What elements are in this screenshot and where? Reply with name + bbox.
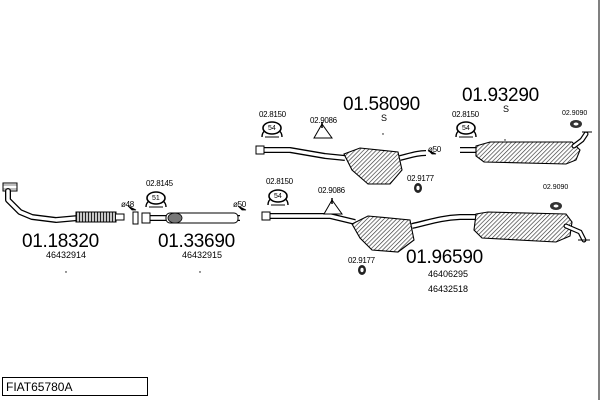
variant-mark-upper-middle: S — [381, 113, 388, 123]
hanger-9090-top — [570, 120, 582, 128]
hanger-9086-mid — [323, 198, 343, 215]
diameter-48: ø48 — [121, 200, 134, 209]
upper-pipe-and-silencer — [255, 131, 592, 185]
part-number-front-pipe: 01.18320 — [22, 231, 99, 252]
clamp-54-mid — [267, 189, 289, 206]
gasket-front — [132, 211, 139, 225]
accessory-8145: 02.8145 — [146, 179, 173, 188]
clamp-size-54-right: 54 — [462, 125, 470, 132]
clamp-54-top — [261, 121, 283, 138]
part-number-lower-rear: 01.96590 — [406, 247, 483, 268]
oem-number-center-pipe: 46432915 — [182, 250, 223, 260]
diagram-title: FIAT65780A — [2, 377, 148, 396]
oem-number-lower-rear-2: 46432518 — [428, 284, 469, 294]
part-number-upper-middle: 01.58090 — [343, 94, 420, 115]
hanger-9086-top — [313, 122, 333, 139]
clamp-54-right — [455, 121, 477, 138]
part-number-center-pipe: 01.33690 — [158, 231, 235, 252]
accessory-8150-top: 02.8150 — [259, 110, 286, 119]
lower-pipe-and-silencer — [261, 211, 590, 253]
accessory-9090-top: 02.9090 — [562, 110, 588, 117]
diameter-50-center: ø50 — [233, 200, 246, 209]
hanger-9090-mid — [550, 202, 562, 210]
part-number-upper-rear: 01.93290 — [462, 85, 539, 106]
front-pipe — [2, 182, 81, 223]
center-pipe — [141, 212, 240, 224]
accessory-9177-top: 02.9177 — [407, 174, 434, 183]
leader-dots — [65, 133, 506, 273]
diameter-50-upper: ø50 — [428, 145, 441, 154]
variant-mark-upper-rear: S — [503, 104, 510, 114]
accessory-9177-bottom: 02.9177 — [348, 256, 375, 265]
flex-pipe — [75, 211, 125, 223]
accessory-8150-mid: 02.8150 — [266, 177, 293, 186]
clamp-size-51: 51 — [152, 195, 160, 202]
clamp-size-54-top: 54 — [268, 125, 276, 132]
accessory-9090-mid: 02.9090 — [543, 184, 569, 191]
diameter-arrows — [127, 149, 437, 211]
hanger-9177-bottom — [358, 265, 366, 275]
oem-number-lower-rear-1: 46406295 — [428, 269, 469, 279]
clamp-size-54-mid: 54 — [274, 193, 282, 200]
clamp-51 — [145, 191, 167, 208]
accessory-9086-mid: 02.9086 — [318, 186, 345, 195]
oem-number-front-pipe: 46432914 — [46, 250, 87, 260]
hanger-9177-top — [414, 183, 422, 193]
accessory-8150-right: 02.8150 — [452, 110, 479, 119]
accessory-9086-top: 02.9086 — [310, 116, 337, 125]
